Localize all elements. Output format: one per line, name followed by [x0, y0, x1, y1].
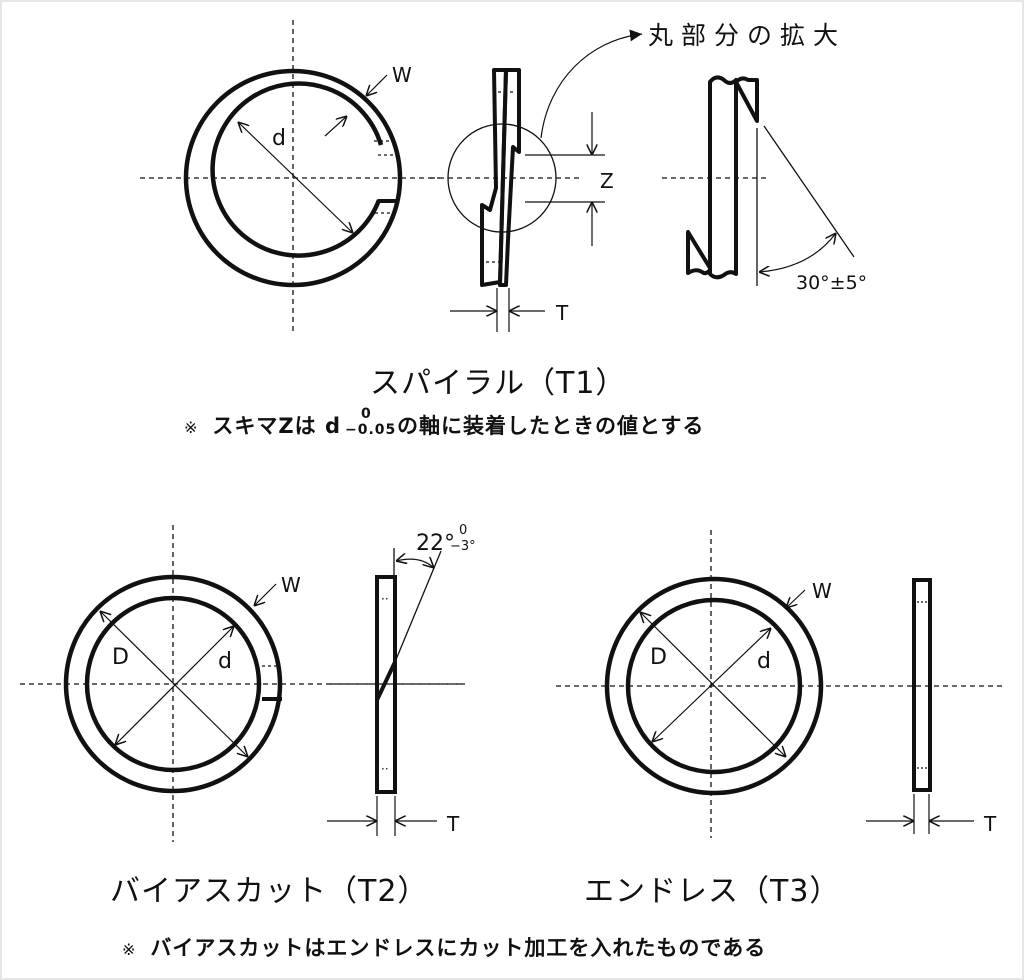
label-d: d	[218, 649, 232, 674]
angle-main: 22°	[416, 531, 455, 556]
angle-lower: −3°	[450, 539, 476, 554]
svg-text:··: ··	[381, 592, 389, 606]
enlarge-label: 丸部分の拡大	[648, 21, 847, 50]
angle-label: 30°±5°	[796, 272, 867, 294]
detail-circle	[447, 123, 557, 233]
note-suffix: の軸に装着したときの値とする	[396, 414, 705, 438]
outer-circle	[183, 68, 403, 288]
endless-caption: エンドレス（T3）	[584, 874, 841, 909]
label-w: W	[281, 573, 301, 597]
w-leader-arrow	[366, 74, 388, 96]
footer-note-mark: ※	[122, 940, 137, 959]
label-t: T	[983, 812, 997, 836]
angle-upper: 0	[459, 523, 467, 538]
bias-strip	[375, 575, 397, 794]
spiral-caption: スパイラル（T1）	[370, 366, 627, 401]
endless-strip	[912, 578, 932, 792]
endless-side-view: T	[866, 578, 997, 836]
endless-front-view: W D d	[556, 530, 1005, 838]
label-t: T	[555, 301, 569, 325]
bias-cut-line	[375, 661, 397, 701]
label-w: W	[392, 63, 412, 87]
detail-cut-top	[734, 76, 759, 123]
bias-cut-caption: バイアスカット（T2）	[110, 874, 429, 909]
diameter-d-arrow	[115, 626, 234, 745]
svg-text:··: ··	[381, 762, 389, 776]
label-w: W	[812, 579, 832, 603]
label-D: D	[650, 645, 667, 670]
spiral-strip-right	[498, 68, 521, 287]
label-t: T	[446, 812, 460, 836]
spiral-front-view: W d	[140, 20, 440, 332]
note-prefix: スキマZは d	[212, 414, 341, 438]
label-D: D	[112, 645, 129, 670]
tolerance-upper: 0	[360, 406, 372, 422]
spiral-detail-view: 30°±5°	[662, 75, 867, 294]
enlarge-leader	[540, 29, 643, 139]
tolerance-lower: −0.05	[344, 422, 397, 438]
detail-strip	[708, 75, 738, 280]
diameter-d-arrow	[238, 122, 353, 233]
width-arrow-inner	[324, 116, 347, 137]
footer-note: ※ バイアスカットはエンドレスにカット加工を入れたものである	[122, 932, 766, 962]
note-mark: ※	[184, 418, 199, 437]
label-d: d	[757, 649, 771, 674]
tolerance: 0−0.05	[345, 406, 395, 440]
bias-side-view: ·· ·· 22° 0 −3° T	[327, 523, 476, 836]
label-z: Z	[600, 169, 614, 193]
footer-note-text: バイアスカットはエンドレスにカット加工を入れたものである	[150, 936, 767, 960]
label-d: d	[272, 126, 286, 151]
spiral-side-view: Z T	[430, 29, 643, 332]
angle-arc	[759, 233, 836, 272]
detail-cut-bottom	[686, 230, 712, 276]
bias-front-view: W D d	[20, 525, 465, 842]
inner-circle	[210, 81, 384, 258]
